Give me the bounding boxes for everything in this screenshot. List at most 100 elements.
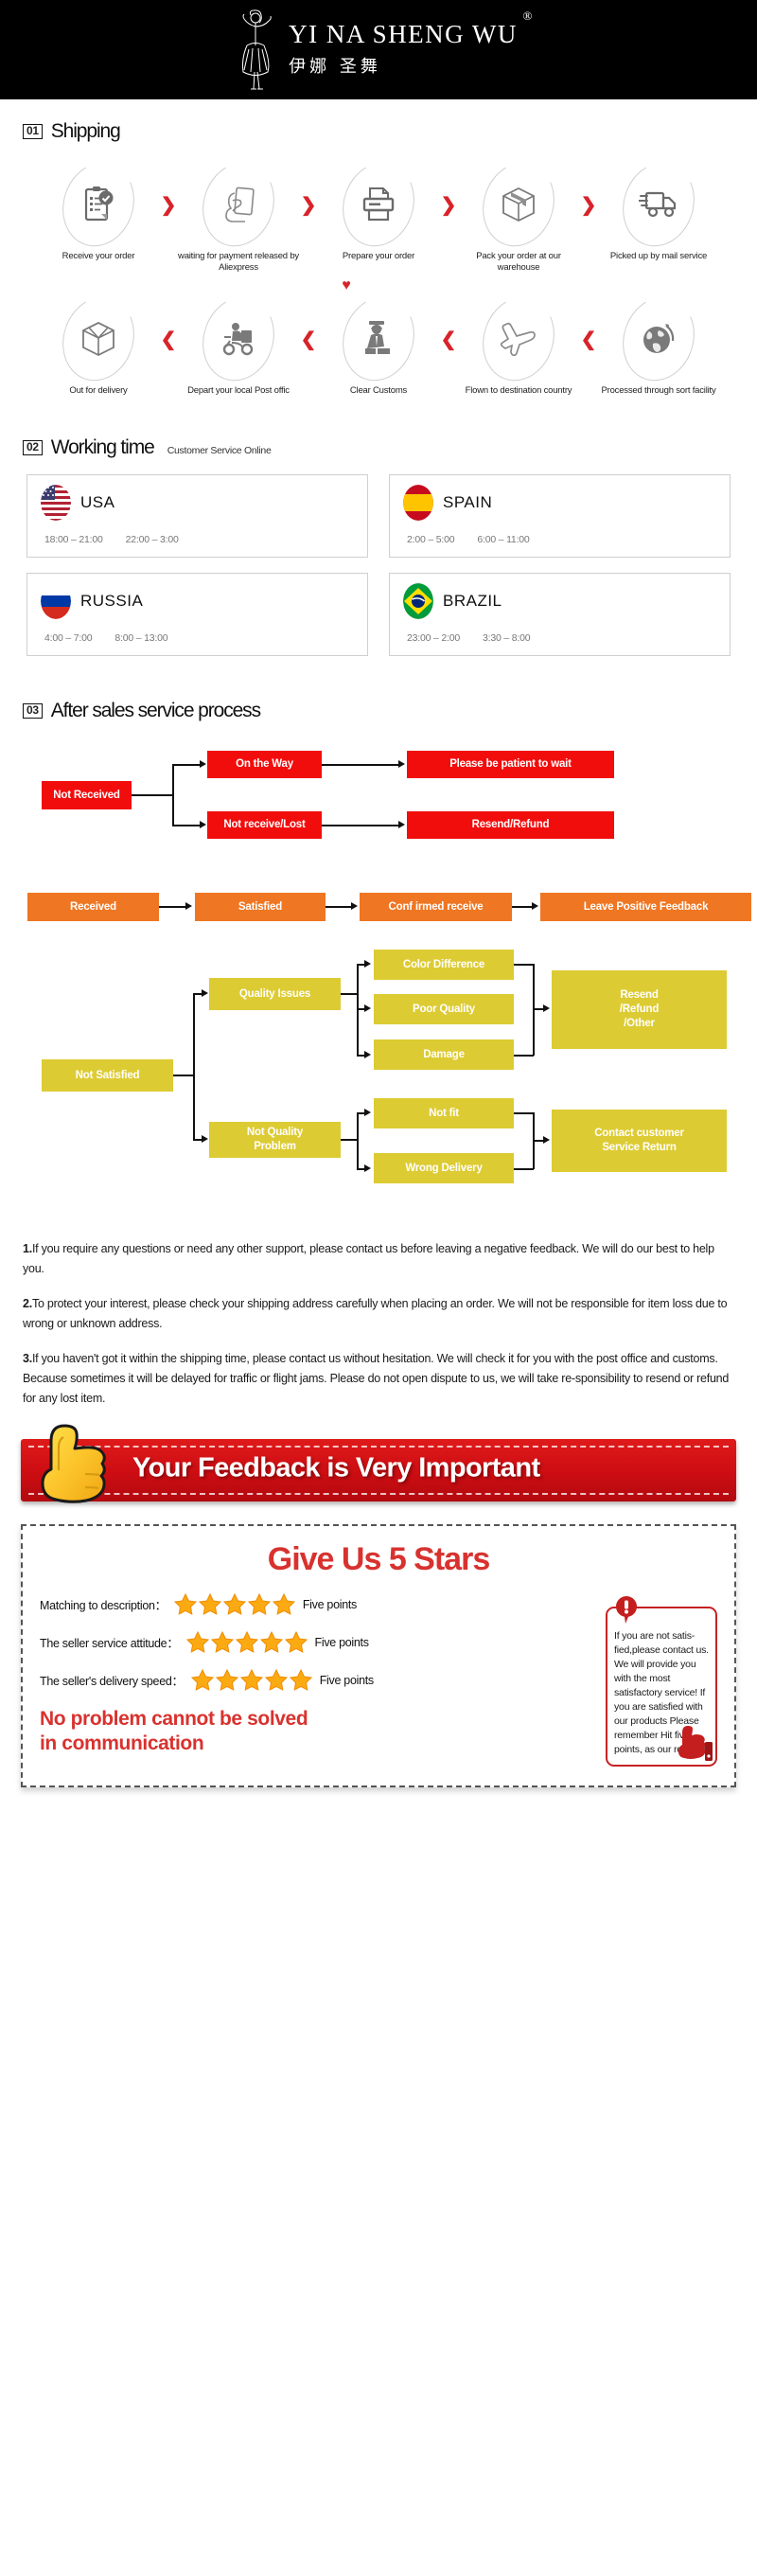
star-icon[interactable]	[198, 1593, 221, 1615]
scooter-courier-icon	[222, 323, 254, 356]
flow-connector	[514, 1055, 534, 1057]
section-number: 03	[23, 703, 43, 719]
shipping-step: Out for delivery	[38, 296, 159, 397]
section-header-after-sales: 03 After sales service process	[0, 700, 757, 722]
flow-box-not-received: Not Received	[42, 781, 132, 809]
star-icon[interactable]	[289, 1669, 312, 1691]
flow-connector	[159, 906, 186, 908]
working-time-grid: USA 18:00 – 21:00 22:00 – 3:00 SPAIN 2	[0, 474, 757, 656]
flow-arrowhead	[398, 760, 405, 768]
warning-text: If you are not satis-fied,please contact…	[614, 1630, 709, 1755]
note-number: 2.	[23, 1297, 32, 1310]
flow-arrowhead	[202, 989, 208, 997]
clipboard-check-icon	[84, 187, 114, 222]
flow-connector	[322, 825, 399, 826]
working-hours: 22:00 – 3:00	[125, 534, 179, 545]
flow-arrowhead	[532, 902, 538, 910]
flow-arrowhead	[200, 760, 206, 768]
dancer-icon	[242, 9, 272, 89]
flow-box-line: /Other	[624, 1018, 655, 1029]
section-number: 02	[23, 440, 43, 455]
shipping-step-label: Flown to destination country	[465, 385, 572, 396]
rating-row: Matching to description： Five points	[40, 1593, 596, 1615]
spain-flag-icon	[403, 485, 433, 521]
product-detail-page: YI NA SHENG WU ® 伊娜 圣舞 01 Shipping	[0, 0, 757, 1812]
flow-connector	[357, 1008, 365, 1010]
note-number: 1.	[23, 1242, 32, 1255]
shipping-step-label: Prepare your order	[342, 251, 415, 261]
flow-arrowhead	[185, 902, 192, 910]
slogan-line-2: in communication	[40, 1732, 204, 1754]
working-hours: 6:00 – 11:00	[477, 534, 530, 545]
flow-connector	[341, 993, 358, 995]
star-icon[interactable]	[284, 1631, 308, 1653]
star-icon[interactable]	[259, 1631, 283, 1653]
star-rating[interactable]	[173, 1593, 295, 1615]
star-rating[interactable]	[190, 1669, 312, 1691]
flow-arrowhead	[351, 902, 358, 910]
star-icon[interactable]	[173, 1593, 197, 1615]
working-hours: 3:30 – 8:00	[483, 632, 531, 644]
star-icon[interactable]	[215, 1669, 238, 1691]
shipping-step: Processed through sort facility	[598, 296, 719, 397]
usa-flag-icon	[41, 485, 71, 521]
star-rating[interactable]	[185, 1631, 308, 1653]
page-title: Shipping	[50, 120, 121, 142]
flow-box-satisfied: Satisfied	[195, 893, 326, 921]
russia-flag-icon	[41, 583, 71, 619]
arrow-right-icon: ❯	[440, 194, 457, 216]
flowchart-not-received: Not Received On the Way Please be patien…	[19, 745, 738, 859]
shipping-step: waiting for payment released by Aliexpre…	[178, 162, 299, 274]
flow-box-line: Service Return	[602, 1142, 677, 1153]
flow-box-not-satisfied: Not Satisfied	[42, 1059, 173, 1092]
shipping-steps-row-2: Out for delivery ❮ Depart your local Pos…	[0, 296, 757, 397]
shipping-step: Picked up by mail service	[598, 162, 719, 262]
section-header-shipping: 01 Shipping	[0, 120, 757, 143]
feedback-banner-bar	[21, 1439, 736, 1501]
feedback-banner: Your Feedback is Very Important	[21, 1424, 736, 1505]
slogan-line-1: No problem cannot be solved	[40, 1708, 308, 1730]
truck-icon	[639, 191, 677, 218]
flow-arrowhead	[364, 1164, 371, 1172]
flow-arrowhead	[364, 960, 371, 968]
banner-dashed-line-top	[28, 1446, 729, 1448]
working-time-card-usa: USA 18:00 – 21:00 22:00 – 3:00	[26, 474, 368, 558]
rating-points: Five points	[314, 1635, 369, 1649]
star-icon[interactable]	[239, 1669, 263, 1691]
star-icon[interactable]	[235, 1631, 258, 1653]
flow-connector	[326, 906, 352, 908]
hand-card-icon	[225, 187, 255, 222]
shipping-steps-row-1: Receive your order ❯ waiting for payment…	[0, 162, 757, 274]
arrow-left-icon: ❮	[580, 329, 597, 350]
working-time-card-brazil: BRAZIL 23:00 – 2:00 3:30 – 8:00	[389, 573, 731, 656]
shipping-step-label: Pack your order at our warehouse	[476, 251, 561, 273]
star-icon[interactable]	[185, 1631, 209, 1653]
flow-arrowhead	[364, 1051, 371, 1058]
brand-name-cn: 伊娜 圣舞	[289, 57, 381, 77]
note-text: To protect your interest, please check y…	[23, 1297, 728, 1330]
flow-box-on-the-way: On the Way	[207, 751, 322, 778]
flow-connector	[132, 794, 173, 796]
shipping-step-label: Picked up by mail service	[609, 251, 708, 261]
flow-box-quality-issues: Quality Issues	[209, 978, 341, 1010]
star-icon[interactable]	[190, 1669, 214, 1691]
rating-points: Five points	[319, 1673, 374, 1687]
note-item: 1.If you require any questions or need a…	[23, 1239, 734, 1279]
rating-row: The seller service attitude： Five points	[40, 1631, 596, 1653]
star-icon[interactable]	[272, 1593, 295, 1615]
star-icon[interactable]	[210, 1631, 234, 1653]
flow-box-confirmed-receive: Conf irmed receive	[360, 893, 512, 921]
flow-box-please-wait: Please be patient to wait	[407, 751, 614, 778]
thumbs-up-icon	[678, 1726, 713, 1761]
flow-arrowhead	[543, 1136, 550, 1144]
note-item: 3.If you haven't got it within the shipp…	[23, 1349, 734, 1409]
flow-connector	[357, 1055, 365, 1057]
registered-mark: ®	[522, 9, 534, 23]
working-hours: 18:00 – 21:00	[44, 534, 103, 545]
brazil-flag-icon	[403, 583, 433, 619]
star-icon[interactable]	[222, 1593, 246, 1615]
shipping-step: Pack your order at our warehouse	[458, 162, 579, 274]
star-icon[interactable]	[247, 1593, 271, 1615]
arrow-right-icon: ❯	[580, 194, 597, 216]
star-icon[interactable]	[264, 1669, 288, 1691]
